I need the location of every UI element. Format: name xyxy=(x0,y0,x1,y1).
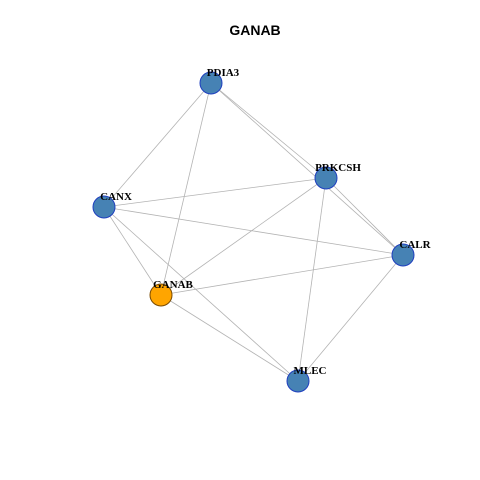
edge-pdia3-ganab xyxy=(160,82,212,296)
node-prkcsh[interactable]: PRKCSH xyxy=(314,162,361,190)
node-label: GANAB xyxy=(153,279,193,291)
edge-ganab-calr xyxy=(160,254,404,296)
edge-pdia3-prkcsh xyxy=(210,82,327,179)
edge-pdia3-calr xyxy=(210,82,404,256)
node-label: PDIA3 xyxy=(207,67,240,79)
edge-layer xyxy=(103,82,404,382)
edge-canx-mlec xyxy=(103,206,299,382)
edge-prkcsh-mlec xyxy=(297,177,327,382)
node-ganab[interactable]: GANAB xyxy=(149,279,194,307)
edge-prkcsh-ganab xyxy=(160,177,327,296)
node-calr[interactable]: CALR xyxy=(391,239,432,267)
edge-calr-mlec xyxy=(297,254,404,382)
node-circle[interactable] xyxy=(92,195,116,219)
node-circle[interactable] xyxy=(149,283,173,307)
node-mlec[interactable]: MLEC xyxy=(286,365,327,393)
node-canx[interactable]: CANX xyxy=(92,191,132,219)
edge-canx-prkcsh xyxy=(103,177,327,208)
edge-pdia3-canx xyxy=(103,82,212,208)
edge-canx-calr xyxy=(103,206,404,256)
node-pdia3[interactable]: PDIA3 xyxy=(199,67,240,95)
node-label: PRKCSH xyxy=(315,162,361,174)
edge-canx-ganab xyxy=(103,206,162,296)
node-circle[interactable] xyxy=(286,369,310,393)
node-circle[interactable] xyxy=(199,71,223,95)
node-label: CANX xyxy=(100,191,132,203)
edge-ganab-mlec xyxy=(160,294,299,382)
node-circle[interactable] xyxy=(314,166,338,190)
graph-title: GANAB xyxy=(229,22,280,38)
node-circle[interactable] xyxy=(391,243,415,267)
node-label: MLEC xyxy=(294,365,327,377)
node-label: CALR xyxy=(399,239,431,251)
edge-prkcsh-calr xyxy=(325,177,404,256)
